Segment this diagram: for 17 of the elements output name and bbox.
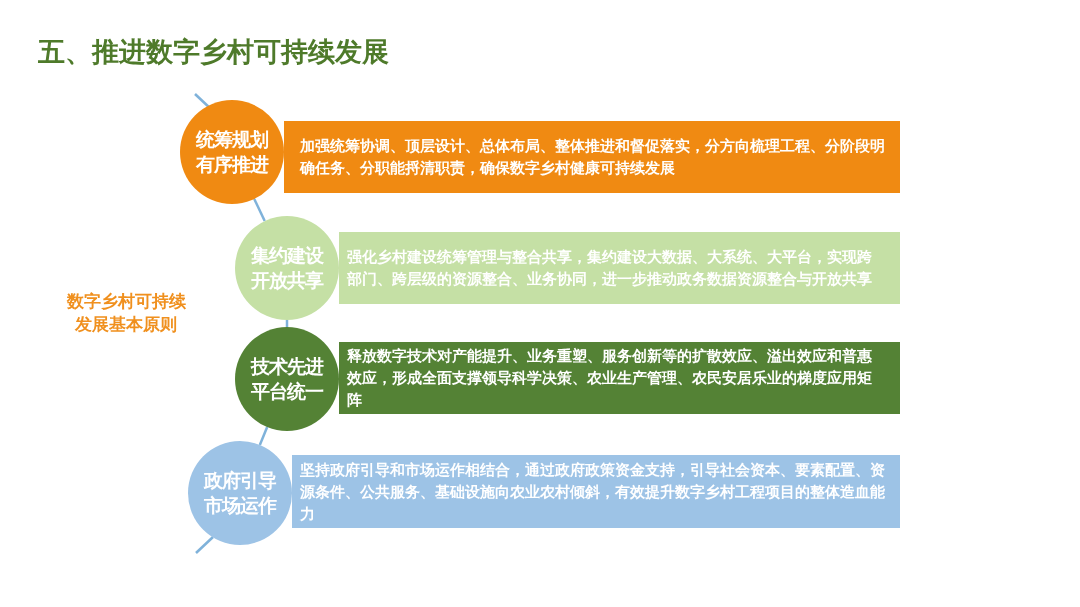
circle-label: 政府引导市场运作	[203, 468, 278, 518]
connector-line	[253, 198, 266, 222]
bar-text: 释放数字技术对产能提升、业务重塑、服务创新等的扩散效应、溢出效应和普惠效应，形成全面支撑领导科学决策、农业生产管理、农民安居乐业的梯度应用矩阵	[347, 347, 873, 410]
text-bar	[339, 232, 900, 304]
bar-text: 强化乡村建设统筹管理与整合共享，集约建设大数据、大系统、大平台，实现跨部门、跨层级的资源整合、业务协同，进一步推动政务数据资源整合与开放共享	[347, 248, 873, 289]
text-bar	[292, 455, 900, 528]
text-bar	[339, 342, 900, 414]
slide-title: 五、推进数字乡村可持续发展	[38, 35, 389, 69]
circle-label: 技术先进平台统一	[249, 354, 325, 404]
center-label: 数字乡村可持续发展基本原则	[65, 290, 187, 336]
connector-line	[258, 426, 269, 446]
bar-text: 坚持政府引导和市场运作相结合，通过政府政策资金支持，引导社会资本、要素配置、资源条件、公共服务、基础设施向农业农村倾斜，有效提升数字乡村工程项目的整体造血能力	[300, 460, 886, 524]
text-bar	[284, 121, 900, 193]
circle-label: 集约建设开放共享	[250, 243, 325, 293]
connector-line	[285, 320, 289, 327]
circle-label: 统筹规划有序推进	[195, 127, 270, 177]
bar-text: 加强统筹协调、顶层设计、总体布局、整体推进和督促落实，分方向梳理工程、分阶段明确任务、分职能捋清职责，确保数字乡村健康可持续发展	[300, 137, 886, 178]
